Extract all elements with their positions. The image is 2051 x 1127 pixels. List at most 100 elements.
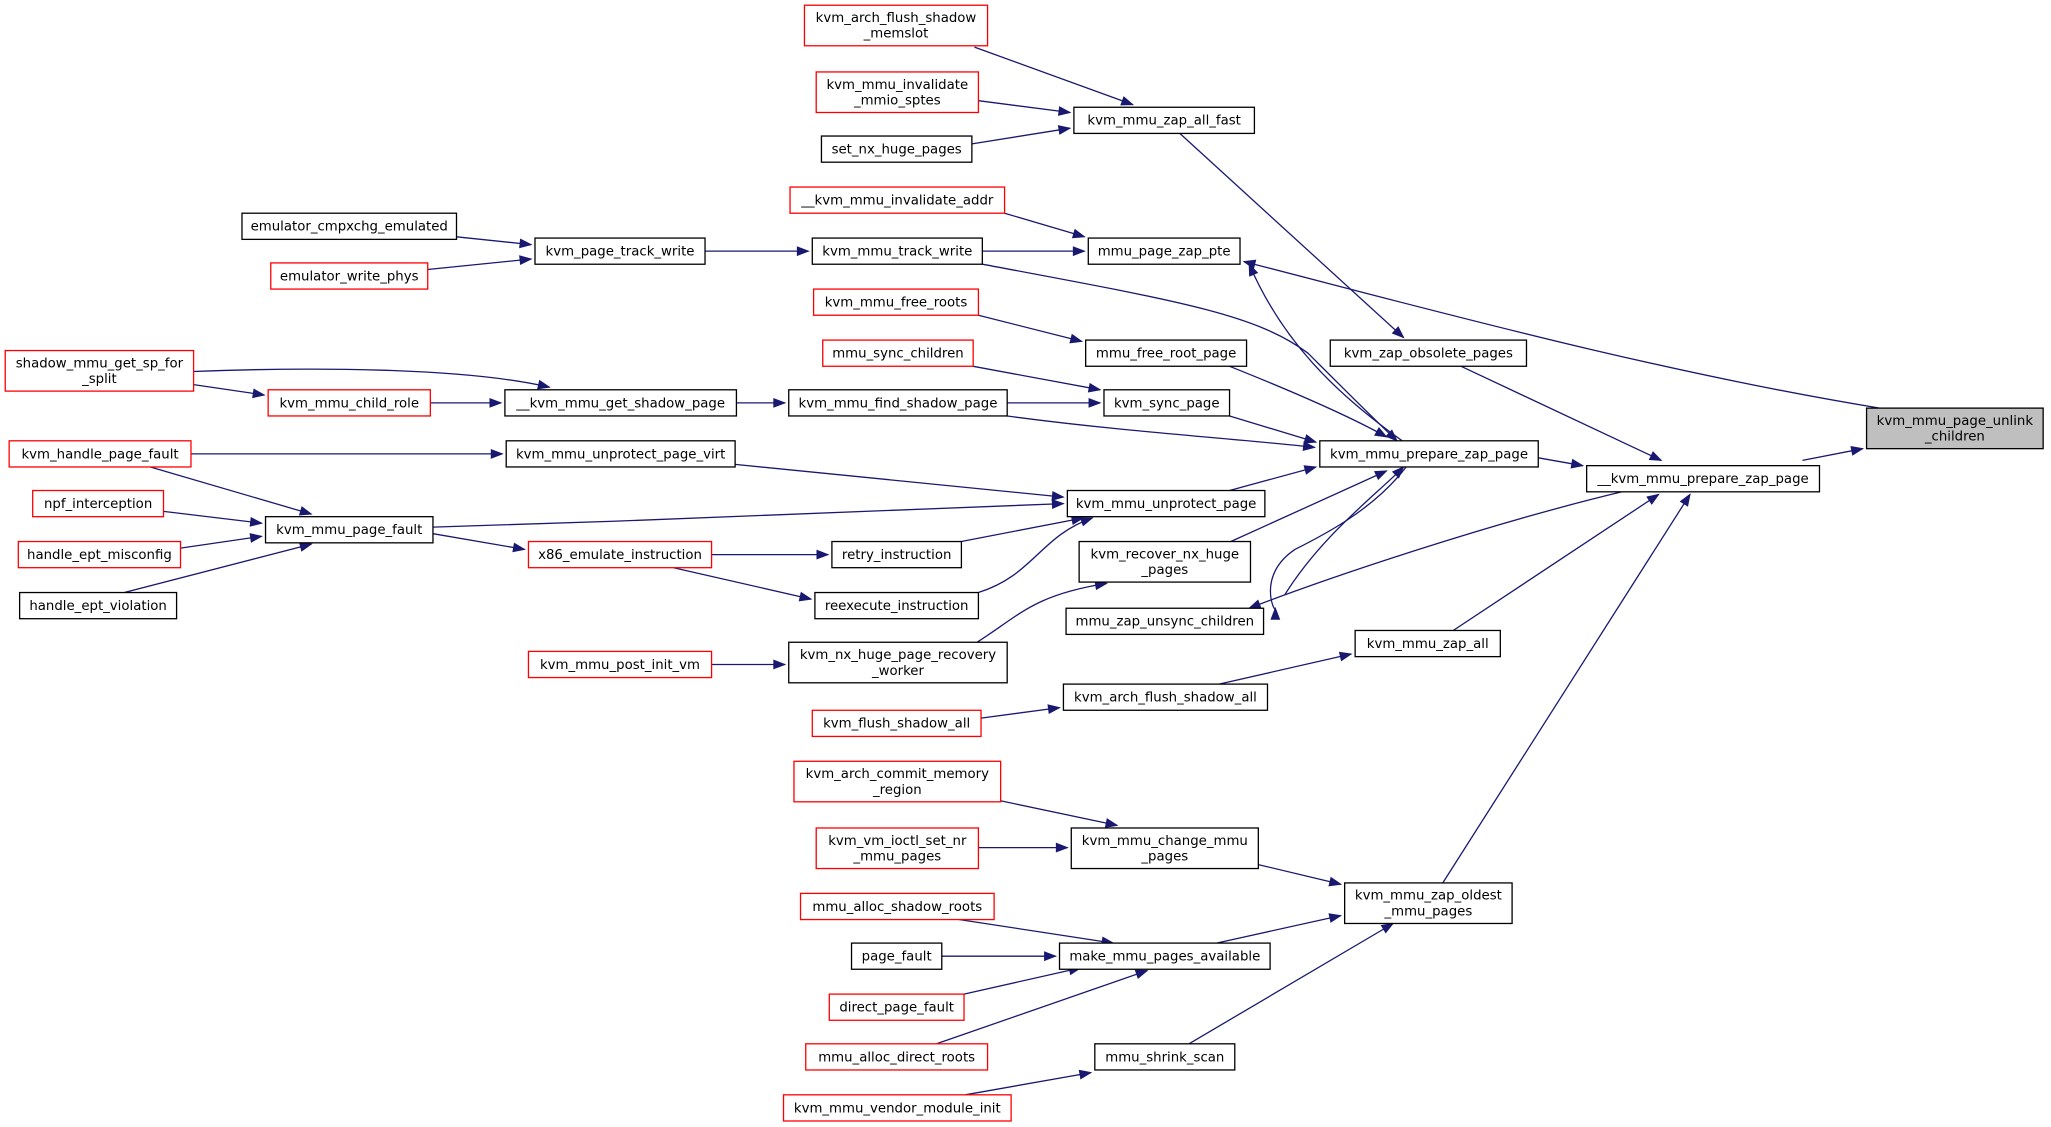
node-make-available[interactable]: make_mmu_pages_available — [1058, 942, 1271, 970]
node-box — [815, 827, 980, 870]
node-box — [822, 339, 974, 367]
node-recovery-worker[interactable]: kvm_nx_huge_page_recovery_worker — [788, 641, 1008, 684]
node-label: kvm_mmu_invalidate — [826, 78, 968, 93]
node-pf-plain[interactable]: page_fault — [850, 942, 943, 970]
node-get-shadow[interactable]: __kvm_mmu_get_shadow_page — [504, 389, 738, 417]
node-label: kvm_mmu_page_fault — [276, 523, 422, 538]
node-label: kvm_zap_obsolete_pages — [1344, 347, 1513, 362]
node-invalidate-mmio[interactable]: kvm_mmu_invalidate_mmio_sptes — [815, 71, 980, 114]
node-box — [8, 440, 192, 468]
node-zap-oldest[interactable]: kvm_mmu_zap_oldest_mmu_pages — [1344, 882, 1513, 925]
node-get-sp-split[interactable]: shadow_mmu_get_sp_for_split — [4, 349, 195, 392]
node-box — [1585, 465, 1821, 493]
node-write-phys[interactable]: emulator_write_phys — [270, 262, 429, 290]
node-label: kvm_mmu_zap_all — [1367, 637, 1489, 652]
node-zap-pte[interactable]: mmu_page_zap_pte — [1087, 237, 1241, 265]
arrowhead-icon — [1679, 493, 1691, 507]
arrowhead-icon — [1391, 326, 1405, 339]
edge-line — [973, 365, 1101, 391]
node-label: _pages — [1140, 563, 1188, 578]
node-track-write-page[interactable]: kvm_page_track_write — [534, 237, 706, 265]
node-retry[interactable]: retry_instruction — [831, 540, 963, 569]
edge-recover_nx-to-prepare_zap — [1230, 470, 1388, 543]
node-label: mmu_alloc_shadow_roots — [812, 900, 982, 915]
node-box — [4, 349, 195, 392]
node-zap-all-fast[interactable]: kvm_mmu_zap_all_fast — [1073, 106, 1256, 135]
node-prepare-zap-dunder[interactable]: __kvm_mmu_prepare_zap_page — [1585, 465, 1821, 493]
node-label: mmu_shrink_scan — [1105, 1050, 1224, 1065]
node-page-fault[interactable]: kvm_mmu_page_fault — [264, 516, 434, 544]
edge-line — [124, 543, 312, 594]
node-reexecute[interactable]: reexecute_instruction — [814, 591, 980, 620]
arrowhead-icon — [249, 516, 263, 527]
edge-make_available-to-zap_oldest — [1216, 913, 1343, 944]
node-recover-nx[interactable]: kvm_recover_nx_huge_pages — [1078, 540, 1252, 583]
edge-line — [427, 258, 532, 271]
node-label: kvm_vm_ioctl_set_nr — [828, 834, 967, 849]
edge-track_write_mmu-to-zap_pte — [982, 246, 1086, 257]
edge-post_init-to-recovery_worker — [711, 659, 787, 670]
node-box — [241, 212, 458, 241]
node-ioctl-nr[interactable]: kvm_vm_ioctl_set_nr_mmu_pages — [815, 827, 980, 870]
node-unprotect-virt[interactable]: kvm_mmu_unprotect_page_virt — [505, 440, 736, 468]
node-change-mmu[interactable]: kvm_mmu_change_mmu_pages — [1070, 827, 1259, 870]
arrowhead-icon — [1303, 434, 1318, 444]
node-box — [1865, 407, 2044, 450]
arrowhead-icon — [1057, 106, 1072, 116]
node-label: reexecute_instruction — [825, 599, 969, 614]
arrowhead-icon — [490, 448, 504, 459]
node-zap-all[interactable]: kvm_mmu_zap_all — [1354, 629, 1501, 658]
node-zap-obsolete[interactable]: kvm_zap_obsolete_pages — [1329, 339, 1528, 367]
arrowhead-icon — [1047, 704, 1061, 715]
edge-line — [1230, 470, 1387, 543]
node-label: direct_page_fault — [839, 1001, 954, 1016]
node-handle-pf[interactable]: kvm_handle_page_fault — [8, 440, 192, 468]
node-box — [1062, 683, 1269, 711]
node-npf[interactable]: npf_interception — [32, 489, 165, 518]
node-find-shadow[interactable]: kvm_mmu_find_shadow_page — [788, 389, 1008, 417]
node-flush-memslot[interactable]: kvm_arch_flush_shadow_memslot — [803, 4, 989, 47]
node-shrink-scan[interactable]: mmu_shrink_scan — [1094, 1043, 1236, 1071]
edge-zap_oldest-to-prepare_zap_dunder — [1442, 493, 1691, 884]
edge-flush_shadow_all_arch-to-zap_all — [1218, 651, 1353, 685]
arrowhead-icon — [1071, 228, 1086, 239]
edge-sync_page-to-prepare_zap — [1229, 415, 1318, 444]
edge-alloc_direct_roots-to-make_available — [936, 969, 1149, 1045]
node-alloc-shadow-roots[interactable]: mmu_alloc_shadow_roots — [799, 892, 995, 921]
edge-set_nx-to-zap_all_fast — [971, 125, 1072, 145]
node-sync-children[interactable]: mmu_sync_children — [822, 339, 974, 367]
edge-line — [1269, 466, 1407, 610]
node-ept-violation[interactable]: handle_ept_violation — [18, 591, 178, 620]
edge-npf-to-page_fault — [163, 510, 263, 527]
edge-line — [1229, 466, 1317, 492]
node-vendor-init[interactable]: kvm_mmu_vendor_module_init — [782, 1094, 1012, 1122]
node-box — [812, 288, 980, 316]
node-invalidate-addr[interactable]: __kvm_mmu_invalidate_addr — [789, 186, 1006, 214]
node-sync-page[interactable]: kvm_sync_page — [1103, 389, 1231, 417]
node-label: retry_instruction — [842, 548, 952, 563]
node-x86-emulate[interactable]: x86_emulate_instruction — [527, 540, 713, 569]
node-track-write-mmu[interactable]: kvm_mmu_track_write — [811, 237, 983, 265]
node-label: _region — [872, 783, 922, 798]
edge-line — [1452, 493, 1659, 632]
node-flush-shadow-all[interactable]: kvm_flush_shadow_all — [811, 709, 982, 738]
node-alloc-direct-roots[interactable]: mmu_alloc_direct_roots — [805, 1043, 989, 1071]
node-free-roots[interactable]: kvm_mmu_free_roots — [812, 288, 980, 316]
node-direct-pf[interactable]: direct_page_fault — [828, 993, 965, 1021]
node-ept-misconfig[interactable]: handle_ept_misconfig — [17, 540, 182, 569]
edge-line — [982, 263, 1398, 442]
node-cmpxchg[interactable]: emulator_cmpxchg_emulated — [241, 212, 458, 241]
node-set-nx[interactable]: set_nx_huge_pages — [820, 135, 973, 163]
node-free-root-page[interactable]: mmu_free_root_page — [1085, 339, 1248, 367]
node-prepare-zap[interactable]: kvm_mmu_prepare_zap_page — [1319, 440, 1539, 468]
edge-get_sp_split-to-child_role — [193, 383, 266, 399]
node-unprotect[interactable]: kvm_mmu_unprotect_page — [1066, 489, 1266, 518]
node-flush-shadow-all-arch[interactable]: kvm_arch_flush_shadow_all — [1062, 683, 1269, 711]
edge-line — [193, 383, 265, 396]
node-commit-region[interactable]: kvm_arch_commit_memory_region — [793, 760, 1002, 803]
node-child-role[interactable]: kvm_mmu_child_role — [267, 389, 431, 417]
node-zap-unsync[interactable]: mmu_zap_unsync_children — [1065, 607, 1265, 636]
edge-flush_shadow_all-to-flush_shadow_all_arch — [980, 704, 1061, 719]
node-root[interactable]: kvm_mmu_page_unlink_children — [1865, 407, 2044, 450]
node-post-init[interactable]: kvm_mmu_post_init_vm — [527, 650, 713, 679]
